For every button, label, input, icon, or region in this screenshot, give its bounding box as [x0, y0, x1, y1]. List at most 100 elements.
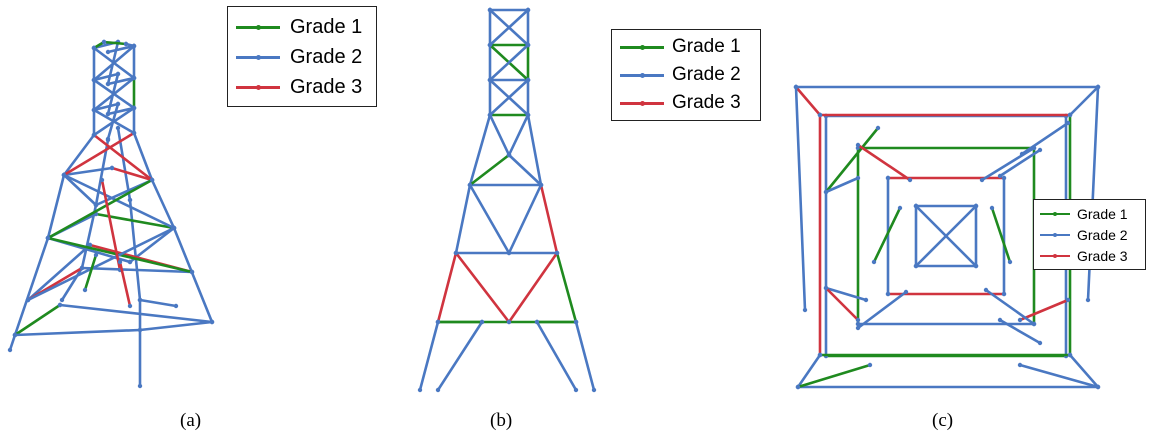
tower-a-node: [91, 45, 97, 51]
tower-c-node: [983, 287, 989, 293]
tower-a-member-grade-2: [106, 44, 136, 54]
panel-label-b: (b): [490, 410, 513, 431]
tower-a-member-grade-1: [46, 178, 154, 240]
tower-a-node: [131, 75, 137, 81]
tower-c-node: [1017, 317, 1023, 323]
tower-c-node: [973, 203, 979, 209]
tower-c-node: [997, 317, 1003, 323]
legend-c-entry-grade-2: Grade 2: [1034, 225, 1145, 245]
tower-c-node: [913, 263, 919, 269]
tower-a-member-grade-3: [100, 178, 122, 272]
tower-a-member-grade-2: [106, 106, 136, 116]
tower-b-member-grade-1: [468, 153, 511, 187]
tower-b-node: [487, 42, 493, 48]
tower-a-node: [101, 39, 107, 45]
legend-b: Grade 1 Grade 2 Grade 3: [611, 29, 761, 121]
tower-c-node: [885, 175, 891, 181]
tower-a-member-grade-2: [58, 303, 214, 324]
tower-c-member-grade-2: [980, 146, 1036, 182]
panel-label-a: (a): [180, 410, 202, 431]
tower-a-member-grade-3: [118, 260, 132, 308]
tower-a-node: [12, 332, 18, 338]
tower-a-member-grade-2: [8, 333, 17, 352]
tower-b-member-grade-2: [468, 183, 511, 255]
tower-a-node: [109, 165, 115, 171]
legend-a-entry-grade-1: Grade 1: [228, 12, 376, 42]
tower-b-member-grade-2: [468, 113, 492, 187]
tower-a-node: [137, 327, 143, 333]
tower-a-node: [189, 269, 195, 275]
tower-b-node: [487, 112, 493, 118]
tower-b-node: [573, 319, 579, 325]
tower-c-member-grade-3: [1018, 298, 1070, 322]
tower-b-node: [453, 250, 459, 256]
tower-a-node: [173, 303, 179, 309]
tower-a-node: [115, 101, 121, 107]
tower-c-node: [1017, 362, 1023, 368]
tower-c-node: [795, 384, 801, 390]
tower-a-member-grade-2: [60, 266, 84, 302]
legend-c: Grade 1 Grade 2 Grade 3: [1033, 199, 1146, 270]
tower-c-node: [1085, 297, 1091, 303]
tower-c-node: [1007, 259, 1013, 265]
tower-a-member-grade-2: [26, 243, 92, 302]
tower-c-member-grade-2: [998, 148, 1042, 178]
tower-a-member-grade-2: [62, 166, 114, 177]
tower-a-node: [57, 302, 63, 308]
tower-c-node: [1095, 384, 1101, 390]
tower-a-node: [105, 137, 111, 143]
tower-a-member-grade-2: [62, 133, 96, 177]
tower-a-node: [131, 105, 137, 111]
tower-a-node: [59, 297, 65, 303]
tower-c-node: [855, 142, 861, 148]
tower-b-member-grade-3: [454, 251, 511, 324]
tower-c-node: [867, 362, 873, 368]
tower-b-node: [435, 387, 441, 393]
tower-c-member-grade-2: [998, 318, 1042, 345]
legend-c-swatch-grade-2: [1040, 225, 1070, 245]
tower-c-node: [897, 205, 903, 211]
tower-b-member-grade-2: [507, 183, 543, 255]
tower-c-node: [1031, 321, 1037, 327]
tower-a-node: [93, 252, 99, 258]
tower-a-member-grade-2: [62, 173, 98, 207]
tower-c-node: [885, 291, 891, 297]
tower-a-member-grade-2: [13, 328, 142, 337]
tower-a-member-grade-3: [62, 131, 136, 177]
legend-c-entry-grade-1: Grade 1: [1034, 204, 1145, 224]
tower-a-node: [131, 130, 137, 136]
tower-b-member-grade-2: [507, 113, 530, 157]
tower-b-node: [554, 250, 560, 256]
tower-c-node: [817, 112, 823, 118]
tower-a-node: [149, 177, 155, 183]
legend-b-entry-grade-1: Grade 1: [612, 33, 760, 61]
tower-c-top-view: [793, 84, 1101, 390]
tower-c-member-grade-2: [796, 353, 822, 389]
tower-a-node: [105, 49, 111, 55]
tower-a-node: [82, 287, 88, 293]
tower-c-node: [875, 125, 881, 131]
tower-a-member-grade-2: [13, 236, 50, 337]
tower-a-node: [131, 43, 137, 49]
legend-a-swatch-grade-2: [236, 42, 280, 72]
tower-c-node: [855, 317, 861, 323]
tower-b-node: [591, 387, 597, 393]
tower-b-node: [487, 77, 493, 83]
tower-a-member-grade-3: [110, 166, 154, 182]
tower-c-node: [823, 189, 829, 195]
tower-a-member-grade-2: [132, 131, 154, 182]
tower-b-member-grade-3: [507, 251, 559, 324]
legend-c-label-grade-2: Grade 2: [1077, 227, 1128, 243]
tower-c-node: [1037, 340, 1043, 346]
legend-c-swatch-grade-1: [1040, 204, 1070, 224]
tower-c-member-grade-2: [1068, 353, 1100, 389]
tower-b-member-grade-3: [539, 183, 559, 255]
tower-b-node: [525, 7, 531, 13]
legend-c-swatch-grade-3: [1040, 246, 1070, 266]
tower-c-member-grade-2: [824, 176, 860, 194]
legend-c-label-grade-1: Grade 1: [1077, 206, 1128, 222]
tower-a-member-grade-2: [46, 173, 66, 240]
tower-b-member-grade-2: [436, 320, 484, 392]
tower-b-member-grade-2: [526, 113, 543, 187]
tower-a-node: [171, 225, 177, 231]
